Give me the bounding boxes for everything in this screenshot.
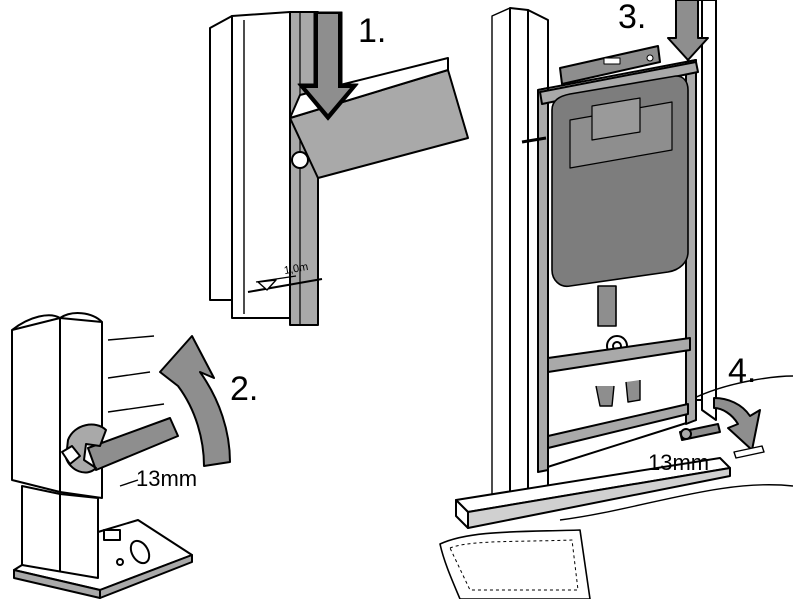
- step-2-label: 2.: [230, 370, 259, 408]
- full-frame-panel: [439, 0, 793, 600]
- frame-detail-panel: [209, 11, 469, 326]
- spirit-level-icon: [559, 45, 661, 85]
- down-arrow-icon: [667, 0, 709, 61]
- wrench-icon: [61, 417, 179, 474]
- wrench-size-label-right: 13mm: [648, 450, 710, 475]
- step-4-label: 4.: [728, 352, 757, 390]
- step-3-label: 3.: [618, 0, 647, 36]
- curved-arrow-icon: [713, 397, 761, 451]
- base-foot-panel: [11, 312, 231, 599]
- step-1-label: 1.: [358, 12, 387, 50]
- curved-arrow-icon: [159, 335, 231, 467]
- wrench-icon: [679, 423, 721, 441]
- wrench-size-label-left: 13mm: [136, 466, 198, 491]
